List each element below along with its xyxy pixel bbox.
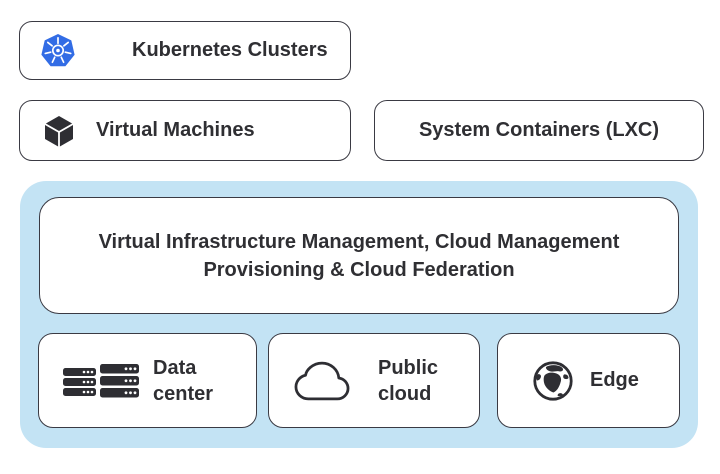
data-center-box: Data center — [38, 333, 257, 428]
system-containers-box: System Containers (LXC) — [374, 100, 704, 161]
data-center-label-line1: Data — [153, 356, 197, 379]
public-cloud-box: Public cloud — [268, 333, 480, 428]
infrastructure-layer-container: Virtual Infrastructure Management, Cloud… — [20, 181, 698, 448]
public-cloud-label: Public cloud — [378, 355, 438, 407]
virtual-infrastructure-management-box: Virtual Infrastructure Management, Cloud… — [39, 197, 679, 314]
kubernetes-clusters-label: Kubernetes Clusters — [132, 39, 328, 61]
cloud-icon — [294, 361, 350, 400]
edge-label: Edge — [590, 369, 639, 391]
virtual-machines-box: Virtual Machines — [19, 100, 351, 161]
virtual-machines-label: Virtual Machines — [96, 119, 255, 141]
management-label-line2: Provisioning & Cloud Federation — [203, 258, 515, 281]
data-center-label-line2: center — [153, 382, 214, 405]
kubernetes-icon — [41, 33, 75, 66]
edge-box: Edge — [497, 333, 680, 428]
cube-icon — [44, 115, 74, 147]
globe-icon — [533, 360, 573, 401]
kubernetes-clusters-box: Kubernetes Clusters — [19, 21, 351, 80]
public-cloud-label-line2: cloud — [378, 382, 432, 405]
server-rack-icon — [63, 363, 139, 397]
public-cloud-label-line1: Public — [378, 356, 439, 379]
data-center-label: Data center — [153, 355, 213, 407]
management-label-line1: Virtual Infrastructure Management, Cloud… — [98, 230, 620, 253]
system-containers-label: System Containers (LXC) — [418, 119, 660, 141]
